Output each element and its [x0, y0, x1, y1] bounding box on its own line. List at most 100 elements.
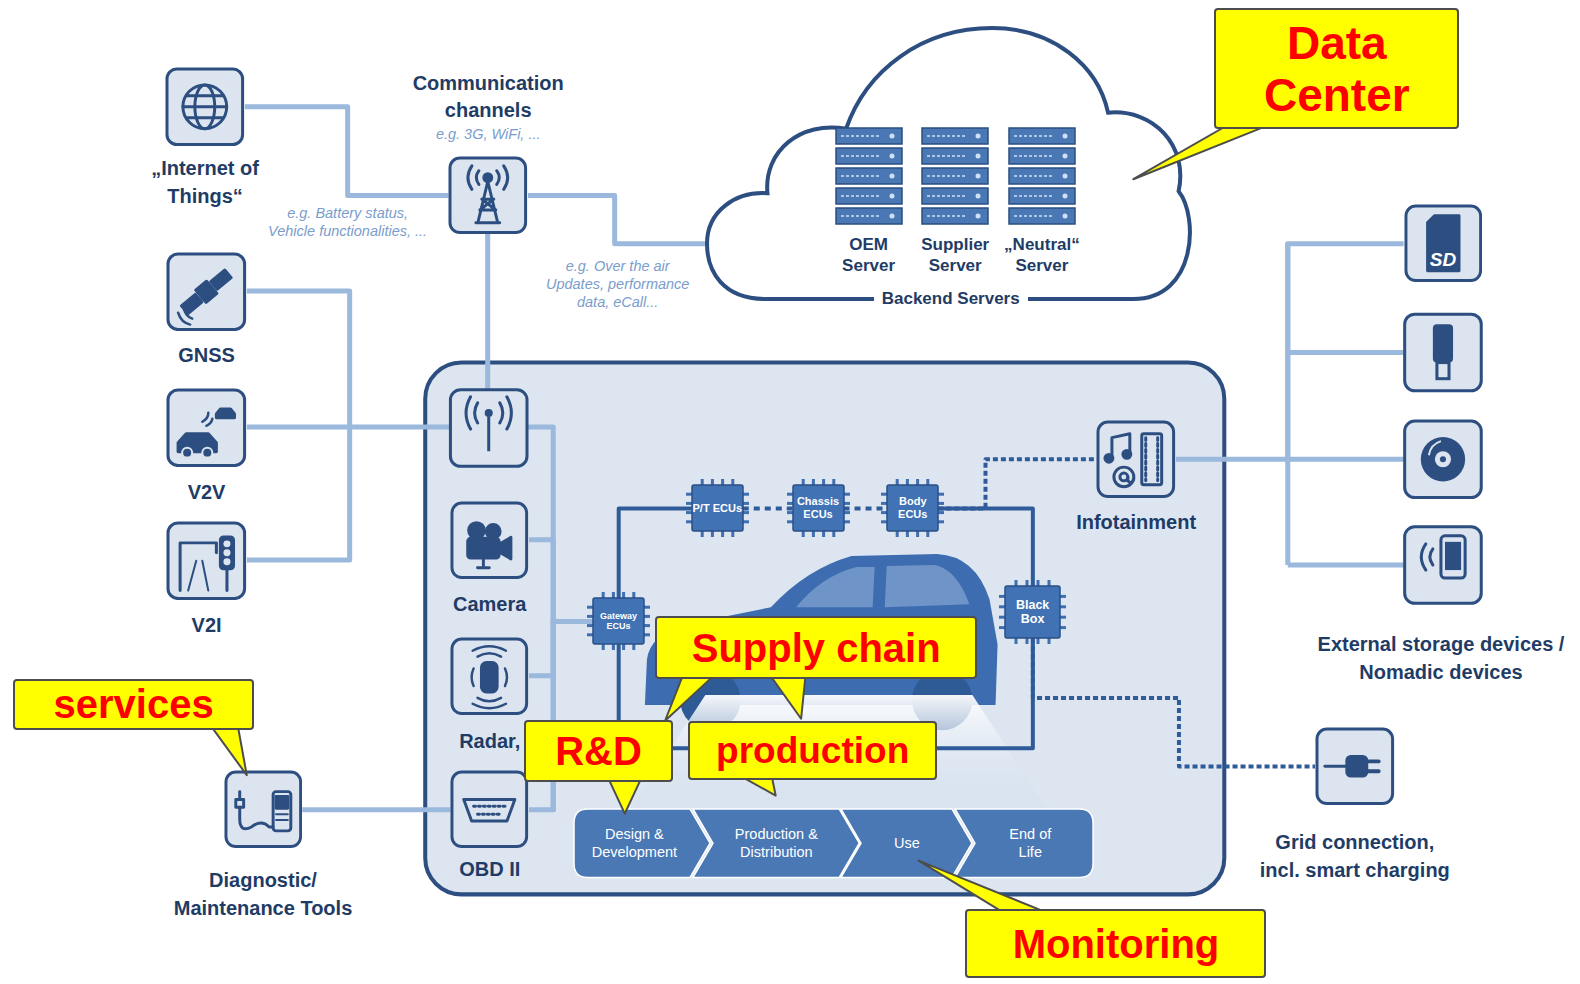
- callout-frame: [1215, 9, 1458, 128]
- callout-frame: [656, 617, 976, 678]
- connector: [529, 540, 593, 622]
- chip-pin: [881, 502, 887, 505]
- icon-frame: [1098, 422, 1174, 497]
- server-unit: [836, 188, 902, 204]
- label-holder: „Neutral“ Server: [1000, 234, 1085, 276]
- chevron-shape: [574, 809, 710, 877]
- antenna-waves: [466, 397, 511, 429]
- server-led: [889, 133, 894, 138]
- chip-pin: [822, 531, 825, 537]
- road-symbol: [221, 537, 234, 569]
- server-unit: [922, 168, 988, 184]
- phone-icon: [1405, 527, 1482, 604]
- icon-box: „Internet of Things“: [165, 67, 245, 147]
- icon-frame: [168, 390, 245, 466]
- server-led: [889, 213, 894, 218]
- chip-pin: [1026, 580, 1029, 586]
- chip-pin: [1015, 638, 1018, 644]
- icon-graphic: [165, 67, 245, 147]
- chip-pin: [644, 615, 650, 618]
- server-unit: [1009, 148, 1075, 164]
- chip-pin: [587, 634, 593, 637]
- phase-label: End of Life: [1003, 825, 1058, 861]
- label-holder: P/T ECUs: [692, 485, 743, 531]
- usb-icon: [1405, 314, 1482, 391]
- label-holder: V2V: [132, 478, 282, 506]
- icon-box: Diagnostic/ Maintenance Tools: [224, 770, 303, 849]
- chip-body: [1005, 586, 1060, 638]
- chevron-shape: [955, 809, 1093, 877]
- icon-frame: [167, 69, 243, 145]
- media-symbol: [1146, 438, 1158, 481]
- label-holder: Supplier Server: [913, 234, 998, 276]
- server-slab: [1009, 148, 1075, 164]
- server-vent: [841, 195, 879, 197]
- callout-box: production: [688, 721, 937, 780]
- chip-pin: [801, 531, 804, 537]
- server-stack: OEM Server: [826, 127, 911, 278]
- chip-pin: [844, 493, 850, 496]
- chip-pin: [787, 521, 793, 524]
- chip-pin: [721, 531, 724, 537]
- icon-frame: [1405, 421, 1482, 498]
- server-slab: [922, 148, 988, 164]
- connector: [529, 621, 593, 675]
- callout-frame: [14, 680, 253, 729]
- chip-pin: [787, 493, 793, 496]
- icon-graphic: [450, 770, 529, 849]
- server-unit: [836, 148, 902, 164]
- server-vent: [1014, 215, 1052, 217]
- connector: [1176, 244, 1404, 460]
- chip-body: [793, 485, 844, 531]
- chip-pin: [612, 592, 615, 598]
- callout-text: production: [716, 730, 909, 771]
- callout-box: services: [13, 679, 254, 730]
- disc-center: [1440, 456, 1446, 462]
- road-symbol: [226, 568, 229, 590]
- plug-symbol: [1325, 765, 1347, 768]
- chip-pin: [916, 531, 919, 537]
- icon-frame: [452, 503, 527, 578]
- server-led: [889, 173, 894, 178]
- server-stack: Supplier Server: [913, 127, 998, 278]
- label-holder: production: [688, 721, 937, 780]
- chip-pin: [999, 605, 1005, 608]
- chip-pin: [622, 644, 625, 650]
- icon-frame: [1405, 314, 1482, 391]
- server-unit: [922, 188, 988, 204]
- server-slab: [922, 188, 988, 204]
- tower-symbol: [476, 182, 500, 223]
- chip-pin: [700, 479, 703, 485]
- label-holder: services: [13, 679, 254, 730]
- server-vent: [841, 175, 879, 177]
- road-symbol: [180, 543, 216, 591]
- rad-symbol: [473, 646, 506, 708]
- callout-frame: [525, 721, 672, 781]
- server-slab: [922, 208, 988, 224]
- icon-graphic: [1315, 727, 1395, 806]
- chip-pin: [938, 521, 944, 524]
- icon-label: Infotainment: [1051, 508, 1221, 536]
- server-led: [976, 133, 981, 138]
- disc-hole: [1435, 451, 1451, 467]
- sat-symbol: [194, 300, 200, 306]
- callout-text: R&D: [555, 729, 642, 774]
- server-unit: [836, 128, 902, 144]
- tool-symbol: [273, 792, 291, 831]
- callout-box: Supply chain: [655, 616, 977, 679]
- callout-text: services: [54, 682, 214, 727]
- light-glow: [630, 695, 1048, 811]
- label-holder: External storage devices / Nomadic devic…: [1310, 630, 1572, 686]
- server-led: [976, 213, 981, 218]
- chip-pin: [1026, 638, 1029, 644]
- card-label: SD: [1404, 249, 1483, 271]
- icon-frame: [226, 772, 301, 847]
- icon-box: Infotainment: [1096, 420, 1176, 499]
- cars-symbol: [203, 413, 213, 426]
- chip-pin: [1048, 580, 1051, 586]
- chip-label: Chassis ECUs: [793, 495, 844, 521]
- chip-pin: [612, 644, 615, 650]
- server-label: „Neutral“ Server: [1000, 234, 1085, 276]
- server-led: [976, 193, 981, 198]
- server-unit: [922, 128, 988, 144]
